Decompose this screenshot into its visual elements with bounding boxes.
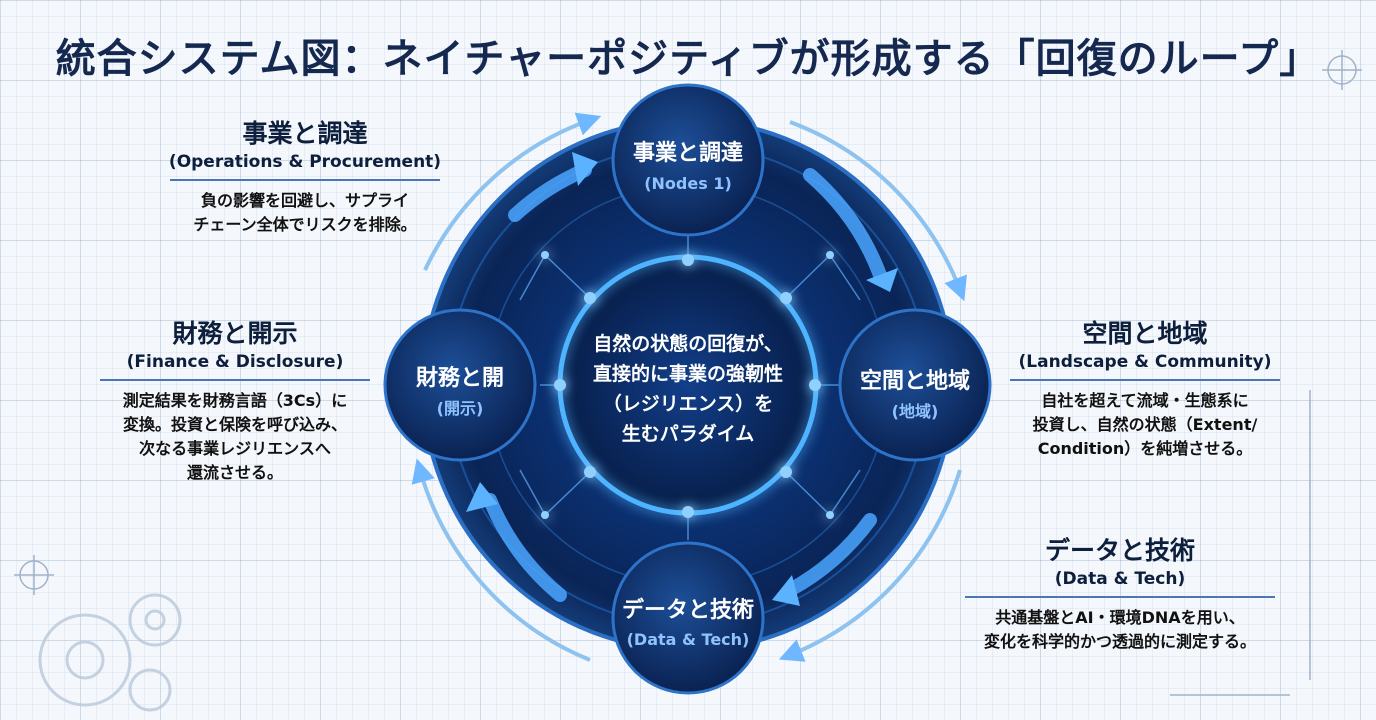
operations-heading: 事業と調達 <box>242 119 368 148</box>
node-sublabel: (開示) <box>437 399 484 418</box>
finance-panel: 財務と開示 (Finance & Disclosure) 測定結果を財務言語（3… <box>85 318 385 485</box>
landscape-panel: 空間と地域 (Landscape & Community) 自社を超えて流域・生… <box>995 318 1295 461</box>
center-statement: 自然の状態の回復が、 直接的に事業の強靭性 （レジリエンス）を 生むパラダイム <box>593 332 783 445</box>
operations-body-line: 負の影響を回避し、サプライ <box>200 191 409 210</box>
divider <box>1010 379 1280 381</box>
node-sublabel: (Data & Tech) <box>627 630 750 649</box>
data-tech-body-line: 変化を科学的かつ透過的に測定する。 <box>983 632 1256 651</box>
landscape-subheading: (Landscape & Community) <box>1018 352 1272 372</box>
landscape-heading: 空間と地域 <box>1082 319 1208 348</box>
core-circle <box>560 257 816 513</box>
data-tech-panel: データと技術 (Data & Tech) 共通基盤とAI・環境DNAを用い、 変… <box>955 535 1285 654</box>
center-line: （レジリエンス）を <box>603 392 774 415</box>
node-label: 財務と開 <box>416 365 504 391</box>
operations-body-line: チェーン全体でリスクを排除。 <box>193 215 417 234</box>
landscape-body-line: 自社を超えて流域・生態系に <box>1041 391 1249 410</box>
finance-subheading: (Finance & Disclosure) <box>126 352 344 372</box>
finance-body-line: 変換。投資と保険を呼び込み、 <box>122 415 347 434</box>
ring-arrow-heads <box>466 152 898 606</box>
node-label: データと技術 <box>622 597 754 623</box>
network-nodes <box>541 251 834 519</box>
finance-body-line: 測定結果を財務言語（3Cs）に <box>122 391 348 410</box>
center-line: 自然の状態の回復が、 <box>593 332 783 355</box>
data-tech-subheading: (Data & Tech) <box>1054 569 1186 589</box>
landscape-body-line: Condition）を純増させる。 <box>1037 439 1253 458</box>
divider <box>170 179 440 181</box>
finance-heading: 財務と開示 <box>172 319 298 348</box>
divider <box>100 379 370 381</box>
finance-body-line: 還流させる。 <box>186 463 283 482</box>
page-title: 統合システム図：ネイチャーポジティブが形成する「回復のループ」 <box>55 36 1321 82</box>
center-line: 生むパラダイム <box>622 422 755 445</box>
outer-flow-arrows <box>411 112 967 662</box>
node-left: 財務と開 (開示) <box>383 308 537 462</box>
gear-icon <box>38 593 182 712</box>
operations-subheading: (Operations & Procurement) <box>168 152 442 172</box>
center-line: 直接的に事業の強靭性 <box>593 362 783 385</box>
finance-body-line: 次なる事業レジリエンスへ <box>139 439 331 458</box>
data-tech-heading: データと技術 <box>1044 536 1195 565</box>
node-bottom: データと技術 (Data & Tech) <box>611 541 765 695</box>
divider <box>965 596 1275 598</box>
node-right: 空間と地域 (地域) <box>838 308 992 462</box>
node-sublabel: (Nodes 1) <box>644 174 732 193</box>
node-label: 空間と地域 <box>860 368 970 394</box>
operations-panel: 事業と調達 (Operations & Procurement) 負の影響を回避… <box>155 118 455 237</box>
crosshair-icon <box>14 50 1362 696</box>
landscape-body-line: 投資し、自然の状態（Extent/ <box>1032 415 1258 434</box>
node-label: 事業と調達 <box>633 140 743 166</box>
data-tech-body-line: 共通基盤とAI・環境DNAを用い、 <box>995 608 1245 627</box>
node-top: 事業と調達 (Nodes 1) <box>611 83 765 237</box>
node-sublabel: (地域) <box>892 402 939 421</box>
